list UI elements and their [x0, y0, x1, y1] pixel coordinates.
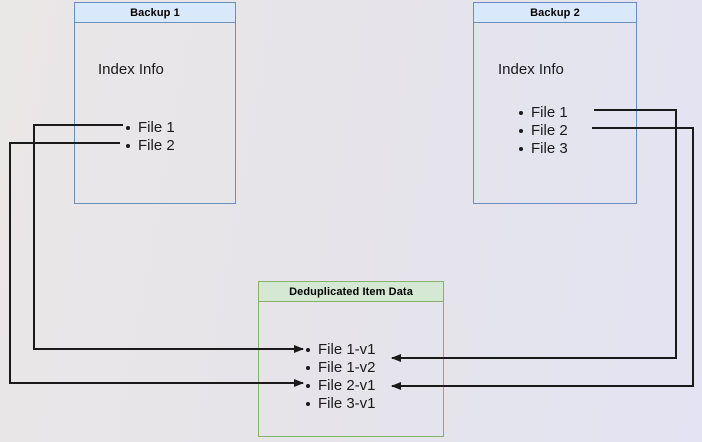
node-deduplicated-item-data-body: File 1-v1 File 1-v2 File 2-v1 File 3-v1 [259, 302, 443, 436]
list-item: File 1 [518, 104, 568, 122]
backup-2-index-info-label: Index Info [498, 61, 564, 78]
backup-2-file-list: File 1 File 2 File 3 [518, 104, 568, 158]
list-item: File 3-v1 [305, 395, 376, 413]
list-item: File 2 [125, 137, 175, 155]
node-backup-1-title: Backup 1 [75, 3, 235, 23]
node-backup-2-title: Backup 2 [474, 3, 636, 23]
node-deduplicated-item-data-title: Deduplicated Item Data [259, 282, 443, 302]
list-item: File 2-v1 [305, 377, 376, 395]
dedup-file-list: File 1-v1 File 1-v2 File 2-v1 File 3-v1 [305, 341, 376, 413]
list-item: File 2 [518, 122, 568, 140]
list-item: File 1-v1 [305, 341, 376, 359]
list-item: File 1-v2 [305, 359, 376, 377]
backup-1-file-list: File 1 File 2 [125, 119, 175, 155]
list-item: File 3 [518, 140, 568, 158]
node-backup-2-body: Index Info File 1 File 2 File 3 [474, 23, 636, 203]
backup-1-index-info-label: Index Info [98, 61, 164, 78]
node-backup-1[interactable]: Backup 1 Index Info File 1 File 2 [74, 2, 236, 204]
node-backup-2[interactable]: Backup 2 Index Info File 1 File 2 File 3 [473, 2, 637, 204]
node-deduplicated-item-data[interactable]: Deduplicated Item Data File 1-v1 File 1-… [258, 281, 444, 437]
list-item: File 1 [125, 119, 175, 137]
node-backup-1-body: Index Info File 1 File 2 [75, 23, 235, 203]
